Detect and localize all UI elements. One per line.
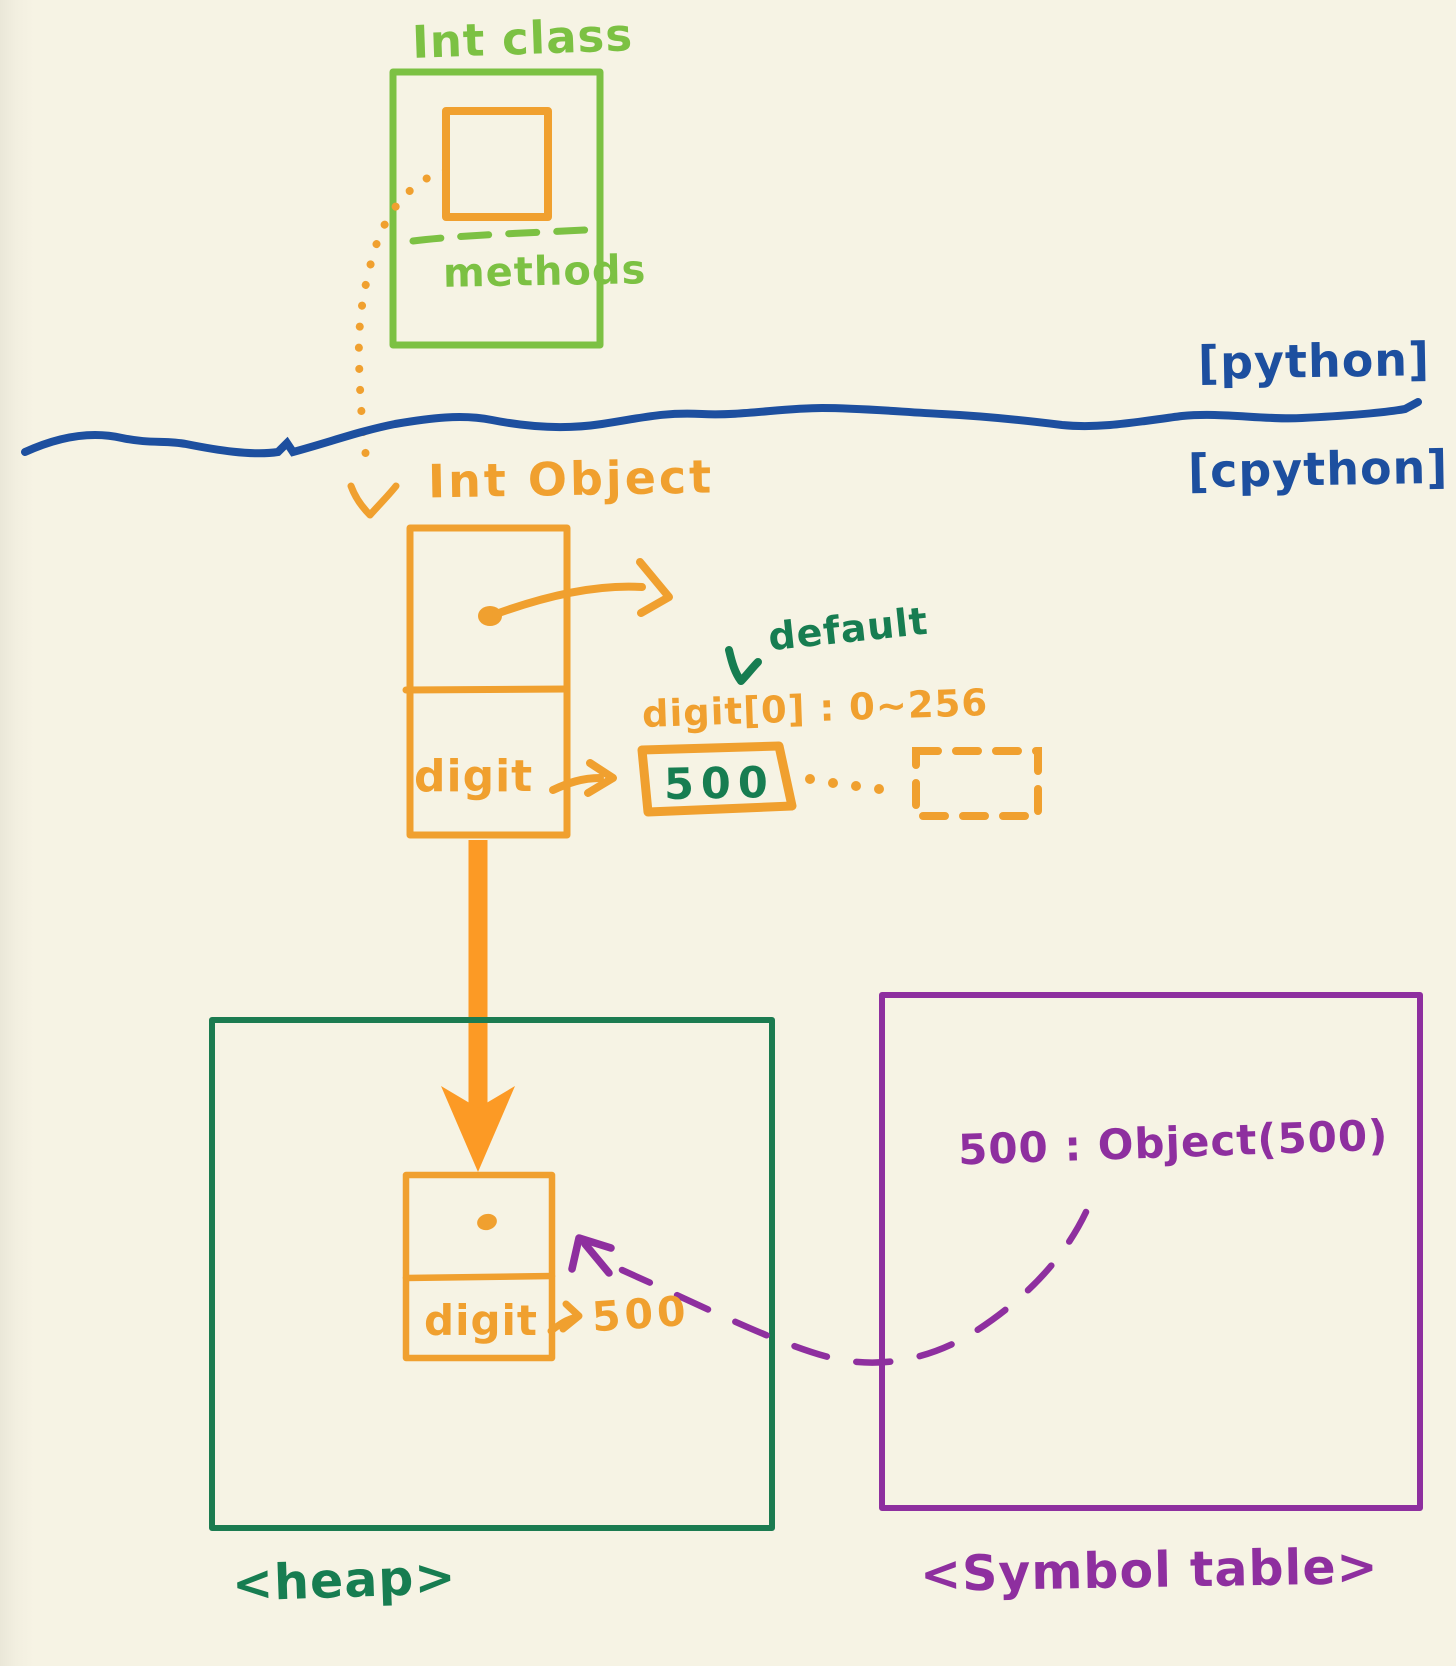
object-ref-arrow [492, 558, 673, 618]
int-object-box [402, 524, 571, 839]
cpython-layer-label: [cpython] [1187, 439, 1449, 499]
extra-digit-slot-box [912, 747, 1042, 820]
digit-value-box [637, 741, 797, 817]
int-object-title: Int Object [427, 449, 715, 509]
symbol-to-heap-arrow [568, 1208, 1090, 1366]
heap-caption: <heap> [231, 1548, 458, 1613]
heap-digit-arrow [547, 1300, 583, 1335]
heap-object-divider [402, 1272, 556, 1282]
int-class-box [389, 68, 604, 349]
arrowhead-right-icon [636, 558, 673, 617]
dotted-continuation [805, 774, 884, 794]
heap-digit-label: digit [424, 1296, 538, 1345]
python-cpython-divider-line [21, 398, 1422, 458]
class-to-object-arrow [347, 166, 450, 519]
int-class-methods-label: methods [442, 247, 647, 297]
digit-value: 500 [663, 758, 776, 810]
heap-digit-value: 500 [590, 1286, 692, 1342]
arrowhead-up-left-icon [568, 1234, 615, 1273]
digit-pointer-arrow [549, 759, 617, 797]
default-pointer-arrow [725, 646, 762, 685]
symbol-table-caption: <Symbol table> [919, 1538, 1380, 1603]
heap-box [209, 1017, 775, 1531]
digit-range-annotation: digit[0] : 0~256 [641, 680, 989, 737]
object-field-divider [402, 685, 571, 694]
arrowhead-right-icon [584, 759, 617, 797]
heap-object-box [402, 1171, 556, 1362]
class-value-slot [442, 107, 552, 221]
class-methods-divider [409, 226, 589, 245]
int-object-digit-label: digit [414, 751, 534, 802]
python-layer-label: [python] [1197, 331, 1431, 391]
arrowhead-right-icon [559, 1300, 583, 1333]
heap-pointer-dot [477, 1213, 497, 1231]
arrowhead-down-icon [347, 482, 400, 519]
int-class-title: Int class [411, 8, 634, 69]
big-down-arrow [441, 840, 515, 1172]
symbol-table-box [879, 992, 1423, 1511]
